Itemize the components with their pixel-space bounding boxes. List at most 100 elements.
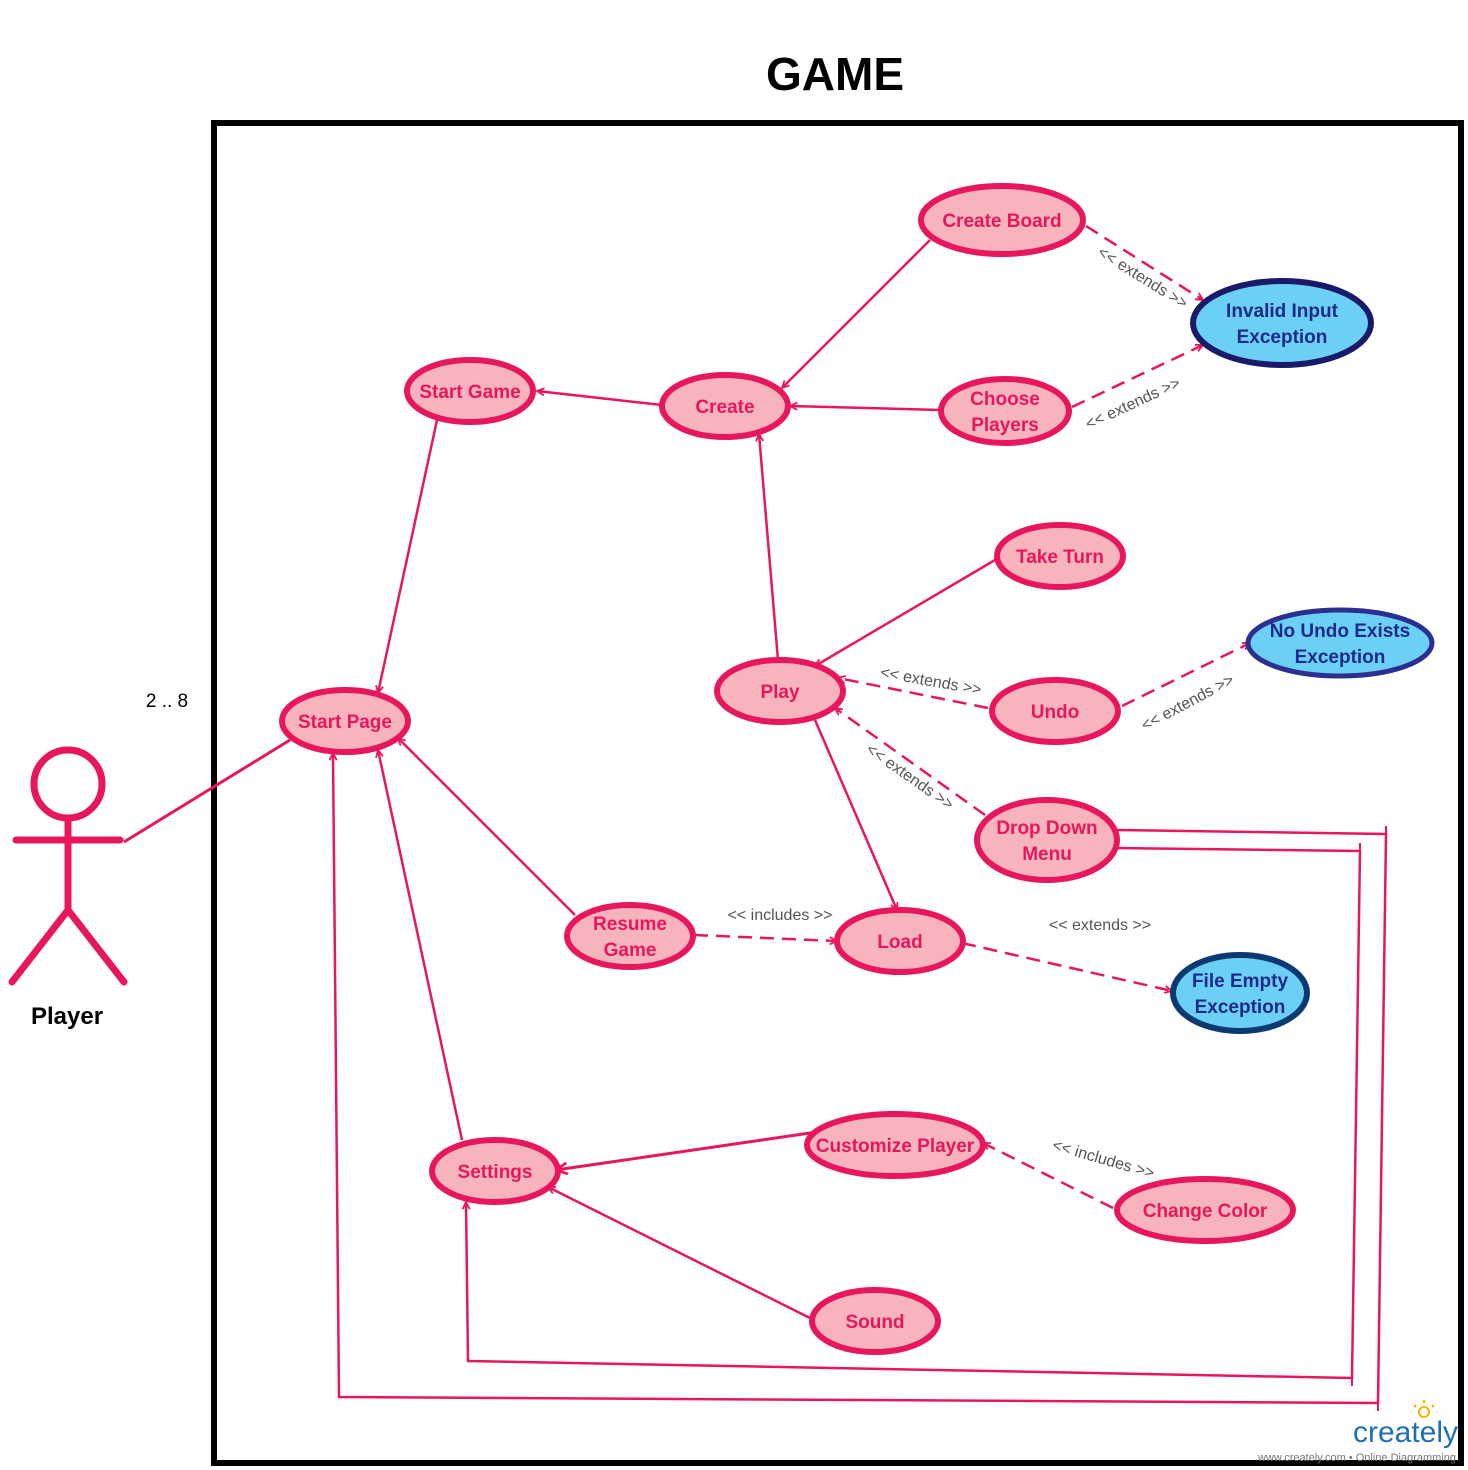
edge-taketurn-play xyxy=(815,558,996,668)
lightbulb-icon xyxy=(1413,1400,1435,1418)
use-case-label-line: Choose xyxy=(970,389,1040,410)
use-case-label: Change Color xyxy=(1143,1201,1268,1222)
use-case-start-game[interactable]: Start Game xyxy=(404,357,536,425)
use-case-label: Sound xyxy=(845,1312,904,1333)
use-case-label-line: Settings xyxy=(458,1162,533,1183)
use-case-label-line: Sound xyxy=(845,1312,904,1333)
association-player-startpage xyxy=(123,738,291,844)
use-case-label-line: Exception xyxy=(1295,647,1386,668)
edge-resume-startpage xyxy=(398,738,576,916)
use-case-label: Settings xyxy=(458,1162,533,1183)
dashed-relationships xyxy=(693,224,1250,1210)
use-case-label-line: Menu xyxy=(1022,844,1072,865)
edge-play-load xyxy=(813,719,897,910)
use-case-label-line: Players xyxy=(971,415,1039,436)
edge-customize-settings xyxy=(556,1130,818,1170)
use-case-label-line: Take Turn xyxy=(1016,547,1104,568)
use-case-label-line: Exception xyxy=(1237,327,1328,348)
use-case-label-line: Change Color xyxy=(1143,1201,1268,1222)
use-case-undo[interactable]: Undo xyxy=(989,677,1121,745)
creately-logo: creately www.creately.com • Online Diagr… xyxy=(1257,1400,1458,1464)
use-case-load[interactable]: Load xyxy=(834,907,966,975)
extend-createboard-invalid xyxy=(1085,224,1203,300)
use-case-label: Start Page xyxy=(298,712,392,733)
actor-right-leg xyxy=(64,906,128,986)
use-case-label: Create Board xyxy=(942,211,1061,232)
edge-chooseplayers-create xyxy=(790,406,942,412)
use-case-label-line: Load xyxy=(877,932,922,953)
use-case-change-color[interactable]: Change Color xyxy=(1114,1176,1296,1244)
edge-startgame-startpage xyxy=(378,419,439,693)
use-case-label-line: File Empty xyxy=(1192,971,1289,992)
use-case-label-line: Play xyxy=(760,682,800,703)
use-case-sound[interactable]: Sound xyxy=(809,1287,941,1355)
use-case-take-turn[interactable]: Take Turn xyxy=(994,522,1126,590)
use-case-label-line: Start Game xyxy=(419,382,520,403)
diagram-title: GAME xyxy=(766,48,904,100)
use-case-label: Play xyxy=(760,682,800,703)
use-case-label: Undo xyxy=(1031,702,1080,723)
use-case-settings[interactable]: Settings xyxy=(429,1137,561,1205)
label-includes: << includes >> xyxy=(728,907,833,924)
actor-head xyxy=(30,746,106,822)
include-resume-load xyxy=(693,933,837,941)
use-case-start-page[interactable]: Start Page xyxy=(279,687,411,755)
extend-load-fileempty xyxy=(961,941,1172,991)
use-case-label: Take Turn xyxy=(1016,547,1104,568)
use-case-label-line: No Undo Exists xyxy=(1270,621,1410,642)
use-case-label: Create xyxy=(695,397,754,418)
actor-label: Player xyxy=(31,1003,103,1030)
edge-create-startgame xyxy=(537,391,663,407)
actor-left-leg xyxy=(8,906,72,986)
use-case-label: Load xyxy=(877,932,922,953)
connectors xyxy=(123,239,1388,1411)
label-extends: << extends >> xyxy=(1049,917,1151,934)
use-case-create-board[interactable]: Create Board xyxy=(918,183,1086,257)
use-case-label-line: Resume xyxy=(593,914,667,935)
use-case-label-line: Exception xyxy=(1195,997,1286,1018)
include-changecolor-customize xyxy=(983,1141,1114,1210)
label-includes: << includes >> xyxy=(1050,1137,1156,1182)
use-case-label-line: Customize Player xyxy=(816,1136,975,1157)
label-extends: << extends >> xyxy=(863,741,957,814)
edge-createboard-create xyxy=(782,239,931,388)
edge-play-create xyxy=(759,434,780,661)
use-case-label-line: Invalid Input xyxy=(1226,301,1339,322)
label-extends: << extends >> xyxy=(1083,375,1183,434)
use-case-label: Start Game xyxy=(419,382,520,403)
label-extends: << extends >> xyxy=(879,664,983,699)
multiplicity-label: 2 .. 8 xyxy=(146,691,188,712)
use-case-create[interactable]: Create xyxy=(659,372,791,440)
use-case-label-line: Start Page xyxy=(298,712,392,733)
extend-chooseplayers-invalid xyxy=(1071,343,1203,409)
label-extends: << extends >> xyxy=(1094,244,1190,313)
use-case-label-line: Create xyxy=(695,397,754,418)
use-case-label-line: Game xyxy=(604,940,657,961)
brand-name: creately xyxy=(1353,1416,1458,1449)
extend-undo-noundo xyxy=(1121,641,1250,708)
use-case-label: Customize Player xyxy=(816,1136,975,1157)
label-extends: << extends >> xyxy=(1139,672,1237,735)
actor-player-figure[interactable] xyxy=(8,746,128,986)
extend-dropdown-play xyxy=(835,708,986,817)
brand-tagline: www.creately.com • Online Diagramming xyxy=(1257,1452,1456,1464)
extend-undo-play xyxy=(838,678,989,710)
use-case-play[interactable]: Play xyxy=(714,657,846,725)
use-case-label-line: Drop Down xyxy=(996,818,1097,839)
use-case-customize-player[interactable]: Customize Player xyxy=(804,1111,986,1179)
edge-sound-settings xyxy=(548,1185,811,1320)
